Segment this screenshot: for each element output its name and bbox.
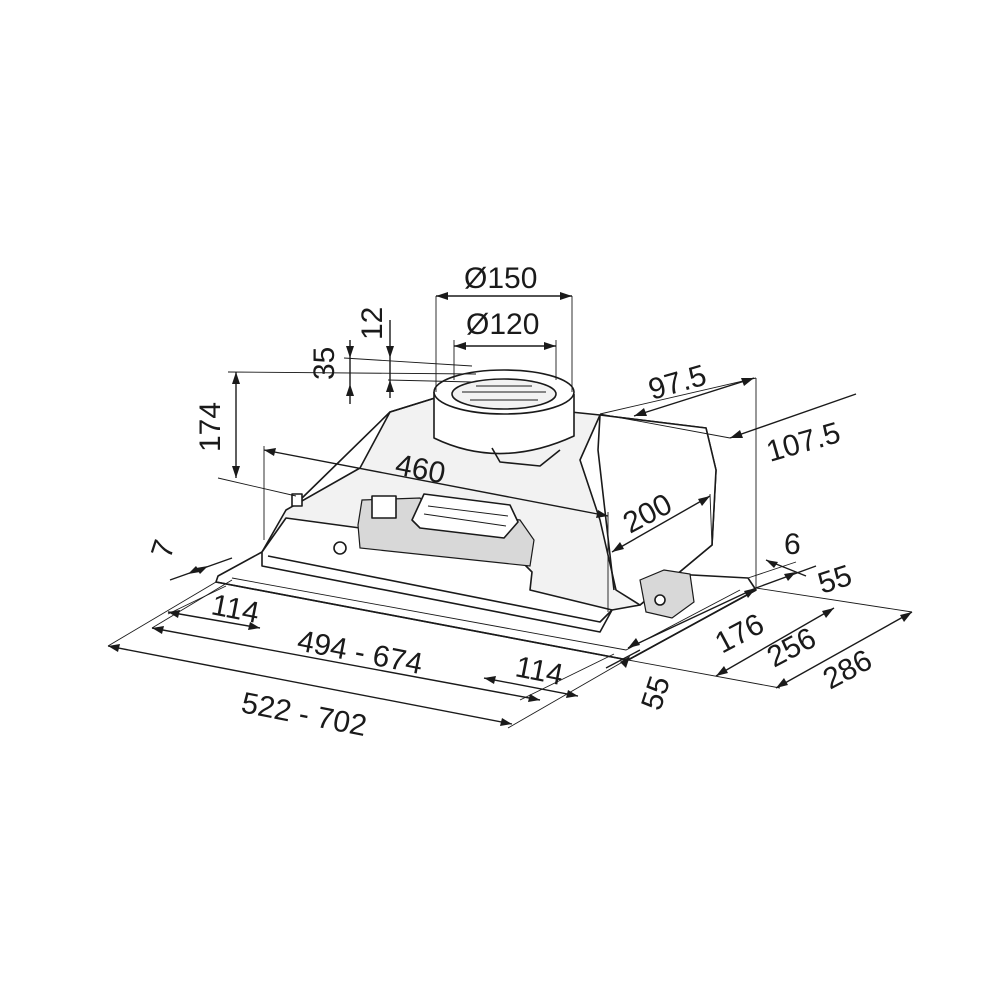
dim-line-460	[263, 449, 609, 517]
dim-line-114-right	[483, 677, 579, 697]
dim-line-107-5	[729, 393, 857, 439]
label-d120: Ø120	[466, 308, 539, 341]
label-256: 256	[762, 622, 822, 675]
front-frame	[261, 517, 613, 633]
dimension-lines	[107, 292, 913, 726]
dim-line-522-702	[107, 645, 513, 725]
extension-lines	[107, 296, 913, 729]
label-12: 12	[356, 307, 389, 340]
dim-line-55-bottom	[605, 649, 641, 669]
hood-body	[215, 369, 757, 661]
label-7: 7	[145, 536, 182, 562]
dim-line-286	[775, 611, 913, 689]
label-35: 35	[308, 347, 341, 380]
label-55-right: 55	[814, 559, 856, 601]
collar-base-flange	[491, 447, 561, 467]
motor-housing-lines	[423, 505, 509, 527]
canopy-right-edge	[597, 414, 615, 591]
outlet-collar	[433, 369, 575, 467]
label-114-left: 114	[209, 588, 262, 630]
bottom-rim-inner	[231, 577, 741, 651]
label-97-5: 97.5	[645, 359, 710, 407]
label-174: 174	[194, 402, 227, 452]
front-frame-line	[267, 555, 613, 623]
motor-housing-top	[411, 493, 519, 539]
label-d150: Ø150	[464, 262, 537, 295]
label-522-702: 522 - 702	[239, 686, 370, 743]
right-bracket	[639, 569, 695, 619]
collar-inner-rim	[451, 378, 557, 410]
dim-line-494-674	[151, 627, 541, 701]
dim-line-114-left	[167, 611, 261, 629]
label-286: 286	[818, 644, 878, 697]
label-107-5: 107.5	[763, 416, 844, 468]
dim-line-200	[611, 495, 711, 553]
label-176: 176	[710, 608, 770, 661]
left-screw	[333, 541, 347, 555]
collar-damper-lines	[462, 385, 546, 401]
label-114-right: 114	[513, 650, 566, 692]
left-tab	[291, 493, 303, 507]
label-494-674: 494 - 674	[295, 624, 426, 681]
bracket-screw	[654, 594, 666, 606]
dim-line-256	[715, 607, 835, 677]
dim-line-176	[627, 587, 757, 649]
dim-line-97-5	[633, 377, 755, 417]
label-6: 6	[784, 528, 801, 561]
canopy-top-ridge	[299, 397, 436, 501]
label-55-bottom: 55	[635, 672, 677, 714]
connector-block	[371, 495, 397, 519]
